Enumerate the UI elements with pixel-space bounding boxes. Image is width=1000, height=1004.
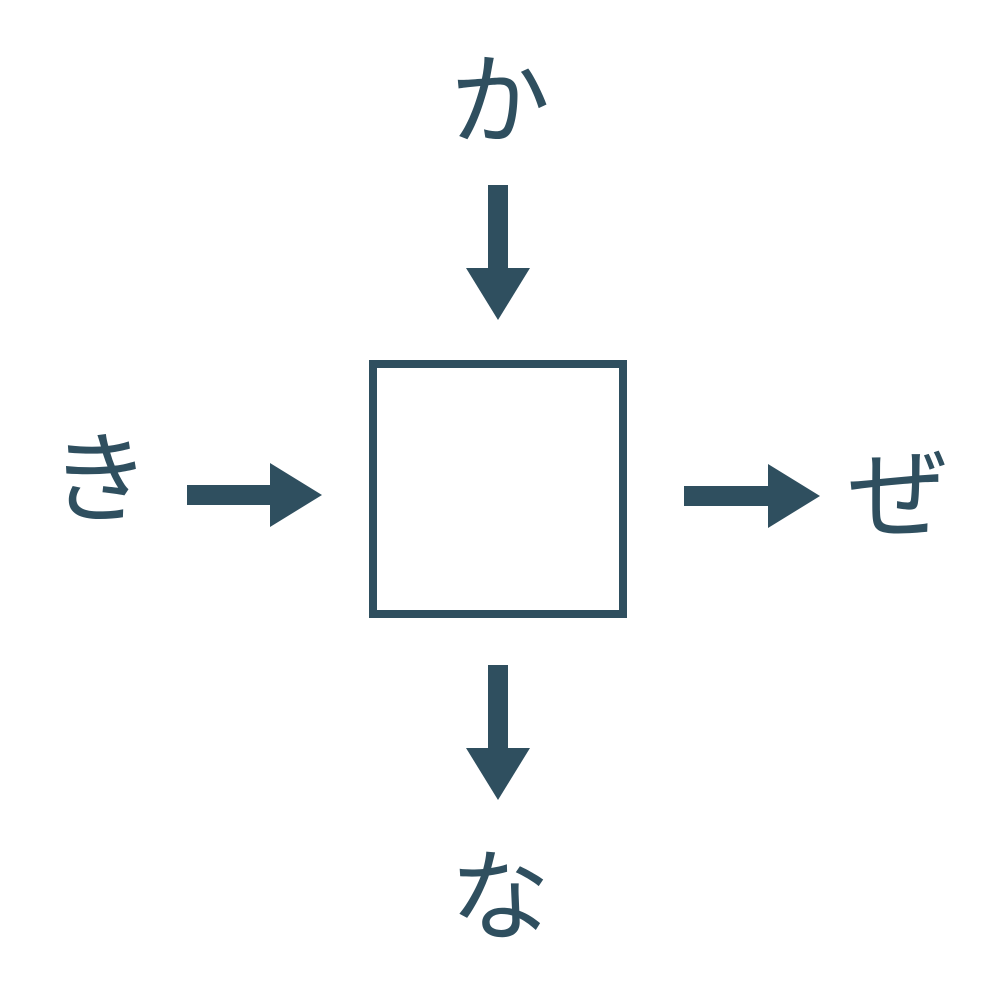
label-top: か [450,43,550,160]
center-box [369,360,627,618]
arrow-to-bottom [466,665,530,800]
arrow-from-top-shaft [488,185,508,270]
arrow-from-left [187,463,322,527]
arrow-from-left-shaft [187,485,272,505]
arrow-to-bottom-shaft [488,665,508,750]
arrow-to-right [684,464,820,528]
arrow-to-right-head [768,464,820,528]
arrow-from-top [466,185,530,320]
arrow-from-top-head [466,268,530,320]
label-bottom: な [450,839,550,956]
arrow-to-bottom-head [466,748,530,800]
label-right: ぜ [848,437,948,554]
arrow-to-right-shaft [684,486,770,506]
arrow-from-left-head [270,463,322,527]
label-left: き [50,421,150,538]
